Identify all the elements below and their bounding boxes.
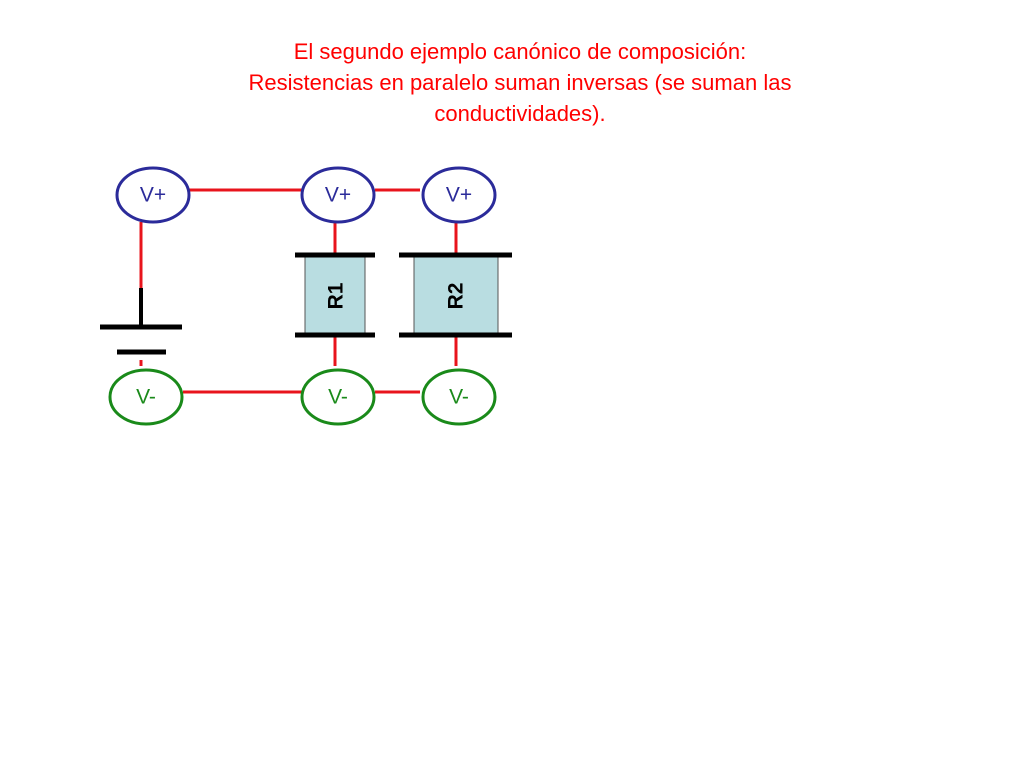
node-vminus-mid-circle	[300, 368, 376, 426]
node-vplus-mid: V+	[300, 166, 376, 224]
node-vplus-right: V+	[421, 166, 497, 224]
resistor-r1: R1	[295, 252, 375, 338]
node-vplus-left-circle	[115, 166, 191, 224]
node-vminus-left-label: V-	[136, 386, 156, 409]
node-vminus-mid: V-	[300, 368, 376, 426]
node-vplus-left: V+	[115, 166, 191, 224]
title-line-1: El segundo ejemplo canónico de composici…	[293, 39, 747, 64]
title-line-3: conductividades).	[434, 101, 606, 126]
resistor-r1-label: R1	[325, 282, 348, 309]
node-vminus-right-circle	[421, 368, 497, 426]
resistor-r2-body	[413, 255, 499, 335]
battery-symbol	[100, 288, 182, 355]
node-vplus-right-circle	[421, 166, 497, 224]
title-line-2: Resistencias en paralelo suman inversas …	[248, 70, 792, 95]
node-vplus-right-label: V+	[446, 184, 472, 207]
node-vminus-right-label: V-	[449, 386, 469, 409]
node-vplus-left-label: V+	[140, 184, 166, 207]
wires	[139, 188, 458, 394]
node-vplus-mid-label: V+	[325, 184, 351, 207]
node-vminus-mid-label: V-	[328, 386, 348, 409]
resistor-r2-label: R2	[445, 283, 468, 310]
node-vminus-left-circle	[108, 368, 184, 426]
node-vminus-left: V-	[108, 368, 184, 426]
node-vminus-right: V-	[421, 368, 497, 426]
slide-title: El segundo ejemplo canónico de composici…	[160, 36, 880, 129]
node-vplus-mid-circle	[300, 166, 376, 224]
resistor-r2: R2	[399, 252, 512, 338]
